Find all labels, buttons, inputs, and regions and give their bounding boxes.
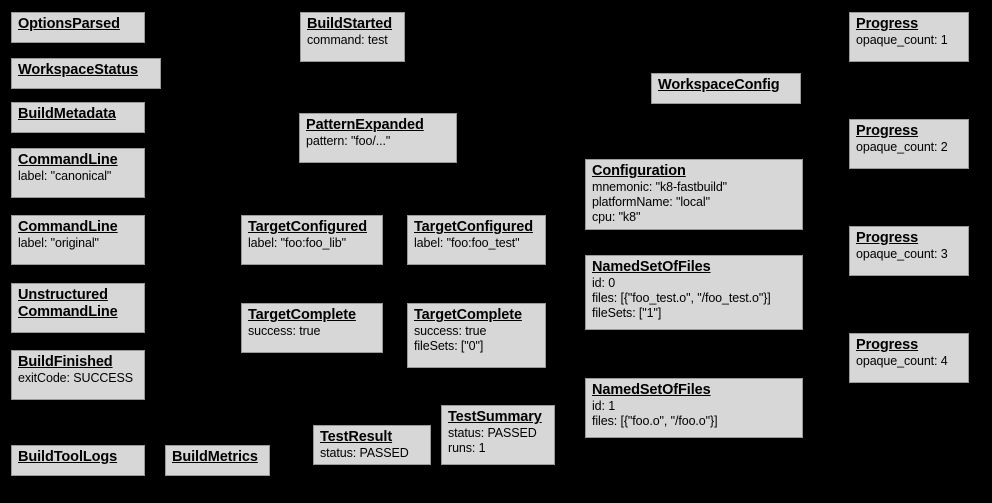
node-field: id: 1 <box>592 399 616 413</box>
node-title: BuildToolLogs <box>18 449 118 465</box>
node-field: label: "foo:foo_test" <box>414 236 520 250</box>
node-field: opaque_count: 3 <box>856 247 948 261</box>
graph-node-unstructured-command-line[interactable]: Unstructured CommandLine <box>11 283 145 333</box>
node-title: TestResult <box>320 429 393 445</box>
node-fields: label: "foo:foo_lib" <box>248 236 377 251</box>
node-field: success: true <box>414 324 487 338</box>
node-title: Progress <box>856 337 919 353</box>
node-title: TargetConfigured <box>414 219 533 235</box>
graph-node-workspace-status[interactable]: WorkspaceStatus <box>11 58 161 89</box>
node-fields: label: "foo:foo_test" <box>414 236 540 251</box>
node-title: Progress <box>856 16 919 32</box>
node-fields: status: PASSED <box>320 446 425 461</box>
node-title: OptionsParsed <box>18 16 120 32</box>
node-fields: opaque_count: 3 <box>856 247 963 262</box>
node-field: label: "original" <box>18 236 99 250</box>
node-title: WorkspaceStatus <box>18 62 138 78</box>
node-fields: pattern: "foo/..." <box>306 134 451 149</box>
node-title: BuildMetadata <box>18 106 116 122</box>
node-fields: opaque_count: 1 <box>856 33 963 48</box>
node-field: platformName: "local" <box>592 195 710 209</box>
node-field: label: "foo:foo_lib" <box>248 236 346 250</box>
node-fields: opaque_count: 4 <box>856 354 963 369</box>
node-field: mnemonic: "k8-fastbuild" <box>592 180 728 194</box>
node-title: BuildMetrics <box>172 449 258 465</box>
graph-node-build-metrics[interactable]: BuildMetrics <box>165 445 270 476</box>
node-title: TargetConfigured <box>248 219 367 235</box>
node-field: runs: 1 <box>448 441 486 455</box>
node-field: id: 0 <box>592 276 616 290</box>
node-title: PatternExpanded <box>306 117 424 133</box>
node-field: command: test <box>307 33 388 47</box>
node-title: Configuration <box>592 163 686 179</box>
node-title: BuildStarted <box>307 16 393 32</box>
node-title: TestSummary <box>448 409 542 425</box>
node-field: status: PASSED <box>448 426 537 440</box>
node-field: opaque_count: 2 <box>856 140 948 154</box>
node-fields: label: "original" <box>18 236 139 251</box>
node-title: NamedSetOfFiles <box>592 382 711 398</box>
node-fields: exitCode: SUCCESS <box>18 371 139 386</box>
node-field: status: PASSED <box>320 446 409 460</box>
node-field: cpu: "k8" <box>592 210 641 224</box>
node-title: TargetComplete <box>414 307 522 323</box>
node-title: WorkspaceConfig <box>658 77 780 93</box>
node-fields: success: true <box>248 324 377 339</box>
node-field: opaque_count: 1 <box>856 33 948 47</box>
node-fields: command: test <box>307 33 399 48</box>
node-field: files: [{"foo.o", "/foo.o"}] <box>592 414 718 428</box>
graph-node-options-parsed[interactable]: OptionsParsed <box>11 12 145 43</box>
node-title: CommandLine <box>18 152 118 168</box>
node-title: BuildFinished <box>18 354 113 370</box>
node-title: CommandLine <box>18 219 118 235</box>
graph-node-workspace-config[interactable]: WorkspaceConfig <box>651 73 801 104</box>
node-field: fileSets: ["0"] <box>414 339 484 353</box>
node-title: NamedSetOfFiles <box>592 259 711 275</box>
node-field: exitCode: SUCCESS <box>18 371 134 385</box>
node-fields: opaque_count: 2 <box>856 140 963 155</box>
node-title: Unstructured CommandLine <box>18 287 118 320</box>
node-field: pattern: "foo/..." <box>306 134 391 148</box>
graph-node-build-metadata[interactable]: BuildMetadata <box>11 102 145 133</box>
node-fields: label: "canonical" <box>18 169 139 184</box>
node-field: fileSets: ["1"] <box>592 306 662 320</box>
node-fields: mnemonic: "k8-fastbuild"platformName: "l… <box>592 180 797 225</box>
node-field: opaque_count: 4 <box>856 354 948 368</box>
node-title: Progress <box>856 123 919 139</box>
graph-node-build-tool-logs[interactable]: BuildToolLogs <box>11 445 145 476</box>
node-title: TargetComplete <box>248 307 356 323</box>
node-title: Progress <box>856 230 919 246</box>
node-field: label: "canonical" <box>18 169 112 183</box>
node-field: success: true <box>248 324 321 338</box>
node-field: files: [{"foo_test.o", "/foo_test.o"}] <box>592 291 771 305</box>
